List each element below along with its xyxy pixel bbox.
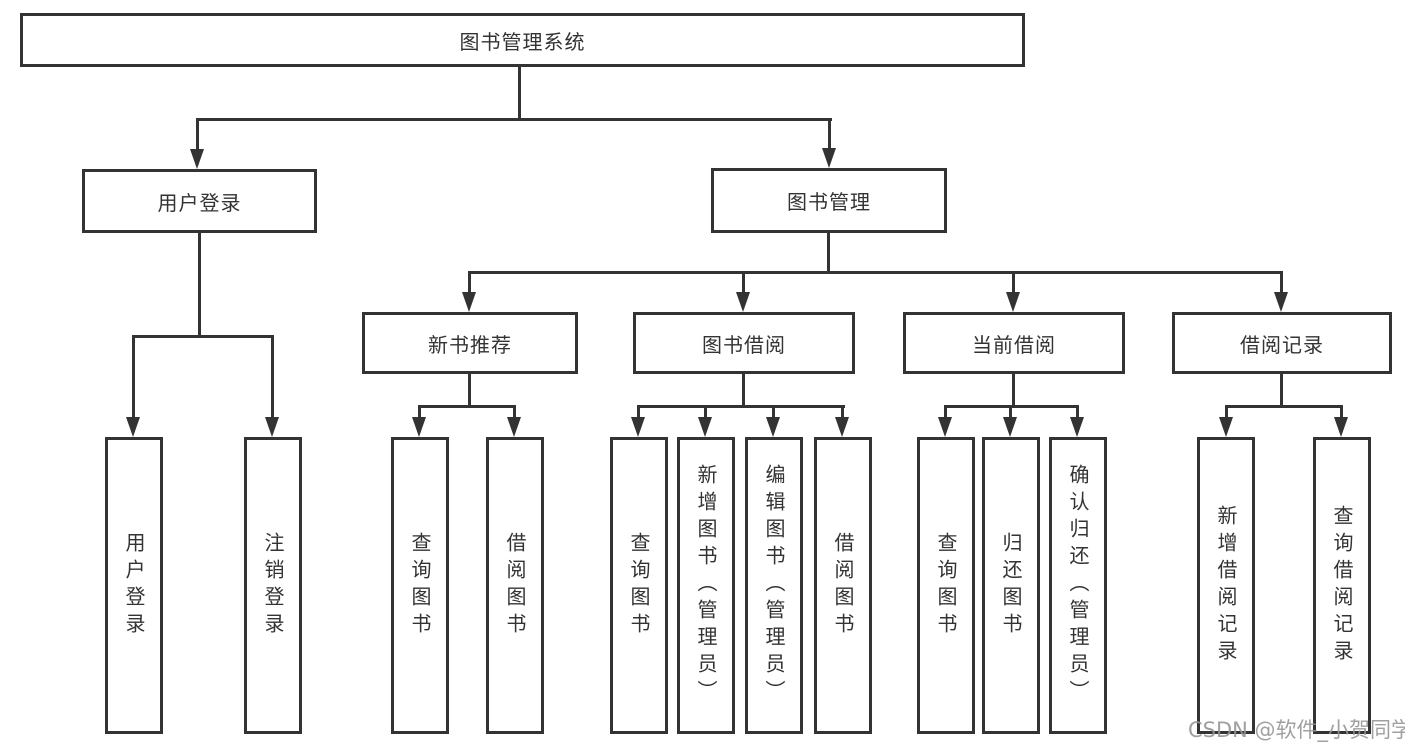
node-book-borrow: 图书借阅: [633, 312, 855, 374]
leaf-edit-book-admin: 编辑图书（管理员）: [745, 437, 803, 734]
arrow-down-icon: [507, 417, 521, 437]
connector-bookmgmt-drop-1: [468, 271, 471, 293]
arrow-down-icon: [835, 417, 849, 437]
connector-current-drop-2: [1009, 405, 1012, 418]
leaf-query-book-current: 查询图书: [917, 437, 975, 734]
node-current-borrow-label: 当前借阅: [972, 332, 1056, 357]
leaf-return-book-label: 归还图书: [999, 531, 1023, 640]
node-book-borrow-label: 图书借阅: [702, 332, 786, 357]
arrow-down-icon: [190, 149, 204, 169]
arrow-down-icon: [126, 417, 140, 437]
connector-current-drop-1: [944, 405, 947, 418]
leaf-query-borrow-record-label: 查询借阅记录: [1330, 504, 1354, 667]
arrow-down-icon: [631, 417, 645, 437]
leaf-query-book-borrow: 查询图书: [610, 437, 668, 734]
node-user-login-label: 用户登录: [157, 190, 242, 215]
leaf-user-login: 用户登录: [105, 437, 163, 734]
connector-recommend-hbar: [419, 405, 516, 408]
connector-userlogin-drop-2: [271, 335, 274, 417]
arrow-down-icon: [265, 417, 279, 437]
arrow-down-icon: [698, 417, 712, 437]
connector-borrow-drop-3: [772, 405, 775, 418]
node-new-book-recommend-label: 新书推荐: [428, 332, 512, 357]
arrow-down-icon: [938, 417, 952, 437]
connector-bookmgmt-stem: [827, 233, 830, 271]
leaf-confirm-return-admin: 确认归还（管理员）: [1049, 437, 1107, 734]
connector-record-hbar: [1225, 405, 1343, 408]
arrow-down-icon: [1003, 417, 1017, 437]
connector-record-drop-2: [1340, 405, 1343, 418]
connector-recommend-drop-1: [418, 405, 421, 418]
connector-borrow-drop-4: [841, 405, 844, 418]
node-current-borrow: 当前借阅: [903, 312, 1125, 374]
connector-userlogin-hbar: [132, 335, 274, 338]
leaf-add-book-admin: 新增图书（管理员）: [677, 437, 735, 734]
connector-record-stem: [1280, 374, 1283, 407]
node-new-book-recommend: 新书推荐: [362, 312, 578, 374]
leaf-borrow-book: 借阅图书: [814, 437, 872, 734]
leaf-logout-label: 注销登录: [261, 531, 285, 640]
leaf-logout: 注销登录: [244, 437, 302, 734]
leaf-add-book-admin-label: 新增图书（管理员）: [694, 464, 718, 707]
node-borrow-record-label: 借阅记录: [1240, 332, 1324, 357]
connector-root-drop-left: [196, 118, 199, 150]
connector-bookmgmt-drop-4: [1280, 271, 1283, 293]
connector-bookmgmt-drop-3: [1012, 271, 1015, 293]
arrow-down-icon: [736, 292, 750, 312]
leaf-borrow-book-recommend: 借阅图书: [486, 437, 544, 734]
leaf-confirm-return-admin-label: 确认归还（管理员）: [1066, 464, 1090, 707]
arrow-down-icon: [766, 417, 780, 437]
arrow-down-icon: [1334, 417, 1348, 437]
leaf-edit-book-admin-label: 编辑图书（管理员）: [762, 464, 786, 707]
connector-recommend-stem: [468, 374, 471, 407]
arrow-down-icon: [1219, 417, 1233, 437]
connector-root-drop-right: [828, 118, 831, 150]
connector-recommend-drop-2: [513, 405, 516, 418]
leaf-borrow-book-recommend-label: 借阅图书: [503, 531, 527, 640]
leaf-query-book-recommend-label: 查询图书: [408, 531, 432, 640]
node-book-management-label: 图书管理: [787, 190, 871, 214]
connector-borrow-hbar: [637, 405, 845, 408]
arrow-down-icon: [1006, 292, 1020, 312]
connector-root-stem: [518, 67, 521, 118]
leaf-add-borrow-record: 新增借阅记录: [1197, 437, 1255, 734]
leaf-add-borrow-record-label: 新增借阅记录: [1214, 504, 1238, 667]
arrow-down-icon: [462, 292, 476, 312]
connector-borrow-drop-2: [704, 405, 707, 418]
connector-bookmgmt-hbar: [469, 271, 1283, 274]
connector-current-stem: [1012, 374, 1015, 407]
connector-current-drop-3: [1076, 405, 1079, 418]
connector-borrow-drop-1: [637, 405, 640, 418]
leaf-query-book-recommend: 查询图书: [391, 437, 449, 734]
watermark: CSDN @软件_小贺同学: [1188, 718, 1405, 742]
leaf-query-book-current-label: 查询图书: [934, 531, 958, 640]
leaf-query-book-borrow-label: 查询图书: [627, 531, 651, 640]
connector-userlogin-stem: [198, 233, 201, 335]
arrow-down-icon: [412, 417, 426, 437]
node-root: 图书管理系统: [20, 13, 1025, 67]
connector-root-hbar: [197, 118, 832, 121]
leaf-borrow-book-label: 借阅图书: [831, 531, 855, 640]
connector-borrow-stem: [742, 374, 745, 407]
node-borrow-record: 借阅记录: [1172, 312, 1392, 374]
connector-record-drop-1: [1225, 405, 1228, 418]
connector-userlogin-drop-1: [132, 335, 135, 417]
leaf-return-book: 归还图书: [982, 437, 1040, 734]
arrow-down-icon: [1274, 292, 1288, 312]
node-user-login: 用户登录: [82, 169, 317, 233]
arrow-down-icon: [1070, 417, 1084, 437]
leaf-query-borrow-record: 查询借阅记录: [1313, 437, 1371, 734]
leaf-user-login-label: 用户登录: [122, 531, 146, 640]
node-root-label: 图书管理系统: [459, 29, 586, 54]
node-book-management: 图书管理: [711, 168, 947, 233]
arrow-down-icon: [822, 148, 836, 168]
connector-bookmgmt-drop-2: [742, 271, 745, 293]
